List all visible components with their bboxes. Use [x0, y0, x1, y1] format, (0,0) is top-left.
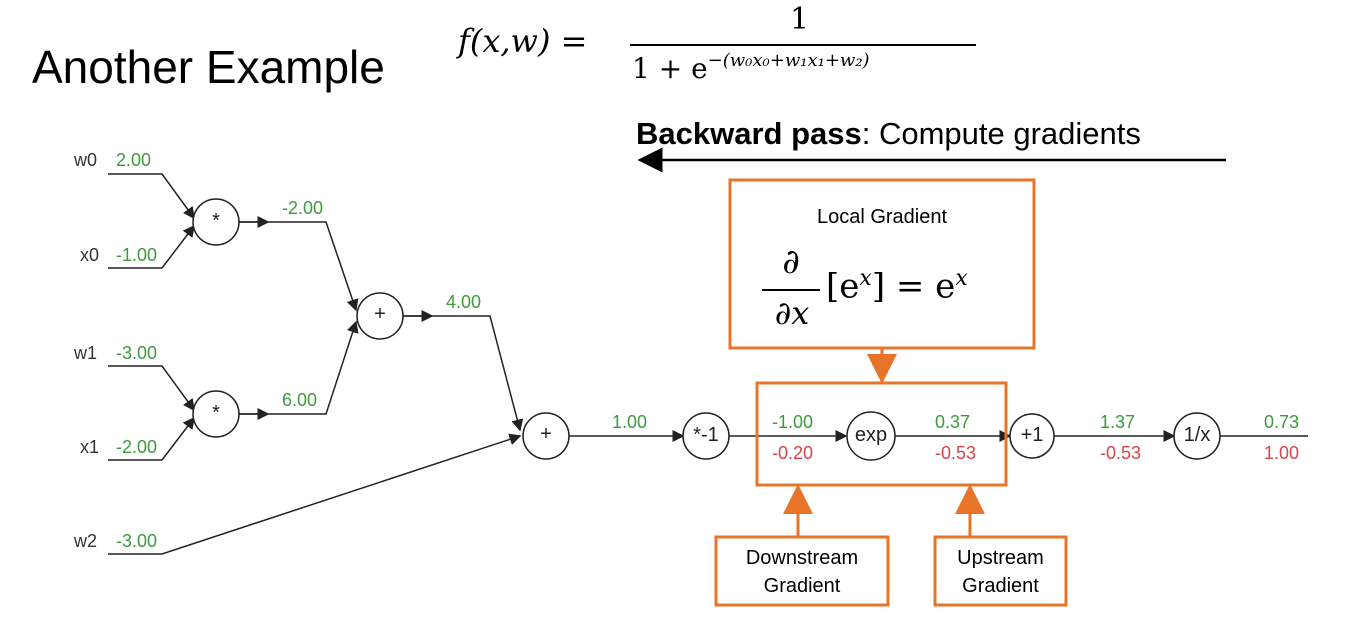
upstream-line1: Upstream: [957, 547, 1044, 569]
edge-recip-out-fwd: 0.73: [1264, 412, 1300, 432]
edge-mul0-out: -2.00: [282, 198, 324, 218]
input-w0-label: w0: [74, 150, 98, 170]
formula-numerator: 1: [790, 2, 810, 37]
input-w2-label: w2: [74, 531, 98, 551]
backward-pass-bold: Backward pass: [636, 116, 862, 151]
upstream-box: [933, 535, 1068, 607]
edge-plus1-out-grad: -0.53: [1100, 443, 1142, 463]
formula-denominator: 1 + e−(w₀x₀+w₁x₁+w₂): [632, 50, 870, 85]
upstream-line2: Gradient: [962, 575, 1039, 597]
input-w0-value: 2.00: [116, 150, 152, 170]
input-w2-value: -3.00: [116, 531, 158, 551]
edge-recip-out-grad: 1.00: [1264, 443, 1300, 463]
lg-rhs-exp: x: [955, 266, 968, 291]
formula-fraction-bar: [630, 44, 976, 46]
lg-frac-bar: [762, 289, 820, 291]
input-x1-label: x1: [80, 437, 100, 457]
downstream-line2: Gradient: [763, 575, 841, 597]
node-add1-label: +: [540, 423, 552, 445]
node-mul1-label: *: [212, 402, 220, 424]
wire-add0-out: [403, 315, 524, 432]
backward-pass-caption: Backward pass: Compute gradients: [636, 116, 1141, 152]
wire-x1: [108, 416, 195, 461]
node-exp-label: exp: [854, 424, 888, 446]
formula-denominator-base: 1 + e: [632, 52, 708, 85]
wire-mul0-out: [239, 221, 359, 312]
backward-pass-rest: : Compute gradients: [861, 116, 1141, 151]
node-mul0-label: *: [212, 210, 220, 232]
node-neg-label: *-1: [693, 424, 719, 446]
edge-neg-out-grad: -0.20: [772, 443, 814, 463]
node-plus1-label: +1: [1020, 424, 1044, 446]
lg-bracket-open: [e: [826, 266, 860, 307]
edge-add1-out: 1.00: [612, 412, 648, 432]
lg-bracket-exp: x: [859, 266, 872, 291]
formula-lhs: f(x,w) =: [458, 22, 588, 60]
wire-w1: [108, 365, 195, 412]
downstream-box: [714, 535, 890, 607]
lg-bracket: [ex] = ex: [826, 266, 968, 306]
edge-mul1-out: 6.00: [282, 390, 318, 410]
lg-d-bottom: ∂x: [774, 294, 810, 332]
local-gradient-title: Local Gradient: [816, 206, 948, 228]
input-w1-label: w1: [74, 343, 98, 363]
wire-x0: [108, 224, 195, 269]
wire-w0: [108, 173, 195, 220]
input-x0-value: -1.00: [116, 245, 158, 265]
edge-exp-out-fwd: 0.37: [935, 412, 971, 432]
edge-exp-out-grad: -0.53: [935, 443, 977, 463]
node-recip-label: 1/x: [1183, 424, 1211, 446]
downstream-line1: Downstream: [745, 547, 859, 569]
input-x1-value: -2.00: [116, 437, 158, 457]
formula-exponent: −(w₀x₀+w₁x₁+w₂): [707, 50, 870, 71]
input-w1-value: -3.00: [116, 343, 158, 363]
edge-neg-out-fwd: -1.00: [772, 412, 814, 432]
lg-d-top: ∂: [782, 242, 800, 282]
wire-w2: [108, 433, 522, 555]
edge-add0-out: 4.00: [446, 292, 482, 312]
node-add0-label: +: [374, 303, 386, 325]
exp-highlight-box: [755, 381, 1008, 487]
input-x0-label: x0: [80, 245, 100, 265]
lg-bracket-close: ] = e: [871, 266, 956, 307]
slide-title: Another Example: [32, 41, 385, 93]
edge-plus1-out-fwd: 1.37: [1100, 412, 1136, 432]
